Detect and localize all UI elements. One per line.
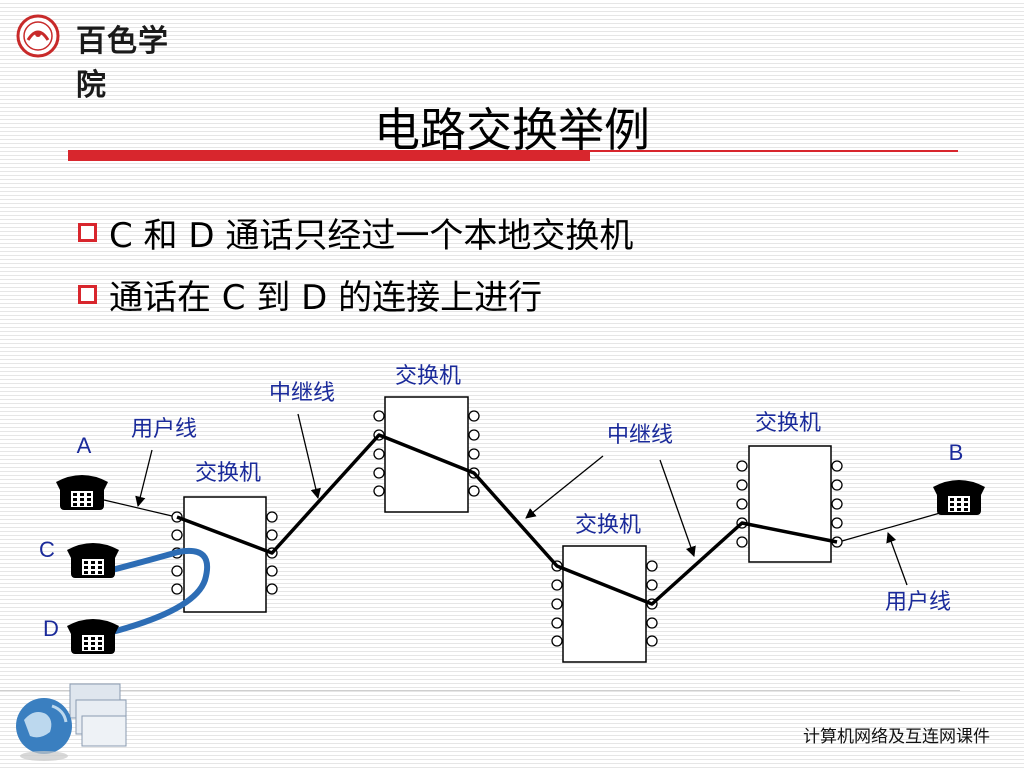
bullet-square-icon xyxy=(78,285,97,304)
user-line-a xyxy=(103,499,173,517)
globe-network-icon xyxy=(16,683,127,761)
switch-box xyxy=(748,445,832,563)
switch-label: 交换机 xyxy=(755,411,821,436)
bullet-text: C 和 D 通话只经过一个本地交换机 xyxy=(109,216,634,256)
footer-course-name: 计算机网络及互连网课件 xyxy=(803,727,990,747)
switch-label: 交换机 xyxy=(395,364,461,389)
arrow-user-line-left xyxy=(135,449,153,508)
phone-b-icon xyxy=(933,480,985,515)
switch-box xyxy=(562,545,647,663)
trunk-label: 中继线 xyxy=(269,381,335,406)
bullet-item: C 和 D 通话只经过一个本地交换机 xyxy=(78,208,633,257)
school-seal-icon xyxy=(16,14,60,58)
switch-label: 交换机 xyxy=(195,461,261,486)
school-logo: 百色学院 xyxy=(14,14,194,103)
switch-label: 交换机 xyxy=(575,513,641,538)
bullet-item: 通话在 C 到 D 的连接上进行 xyxy=(78,270,542,319)
slide-title: 电路交换举例 xyxy=(374,103,650,157)
user-line-label: 用户线 xyxy=(131,417,197,442)
phone-c-icon xyxy=(67,543,119,578)
title-underline xyxy=(68,150,590,161)
bullet-square-icon xyxy=(78,223,97,242)
phone-d-icon xyxy=(67,619,119,654)
bullet-text: 通话在 C 到 D 的连接上进行 xyxy=(109,278,543,318)
phone-a-icon xyxy=(56,475,108,510)
circuit-path xyxy=(176,433,838,606)
trunk-label: 中继线 xyxy=(607,423,673,448)
footer-divider xyxy=(0,690,960,691)
arrow-user-line-right xyxy=(886,532,908,586)
user-line-b xyxy=(841,512,941,542)
phone-c-label: C xyxy=(39,537,55,562)
arrow-trunk-left xyxy=(297,413,321,500)
arrow-trunk-right-2 xyxy=(659,459,696,557)
arrow-trunk-right-1 xyxy=(525,455,604,519)
local-loop-c-d xyxy=(109,547,211,635)
phone-b-label: B xyxy=(949,440,964,465)
switch-ports xyxy=(171,410,843,647)
user-line-label: 用户线 xyxy=(885,590,951,615)
phone-a-label: A xyxy=(77,433,92,458)
title-underline-thin xyxy=(590,150,958,152)
logo-text: 百色学院 xyxy=(76,24,169,103)
phone-d-label: D xyxy=(43,616,59,641)
